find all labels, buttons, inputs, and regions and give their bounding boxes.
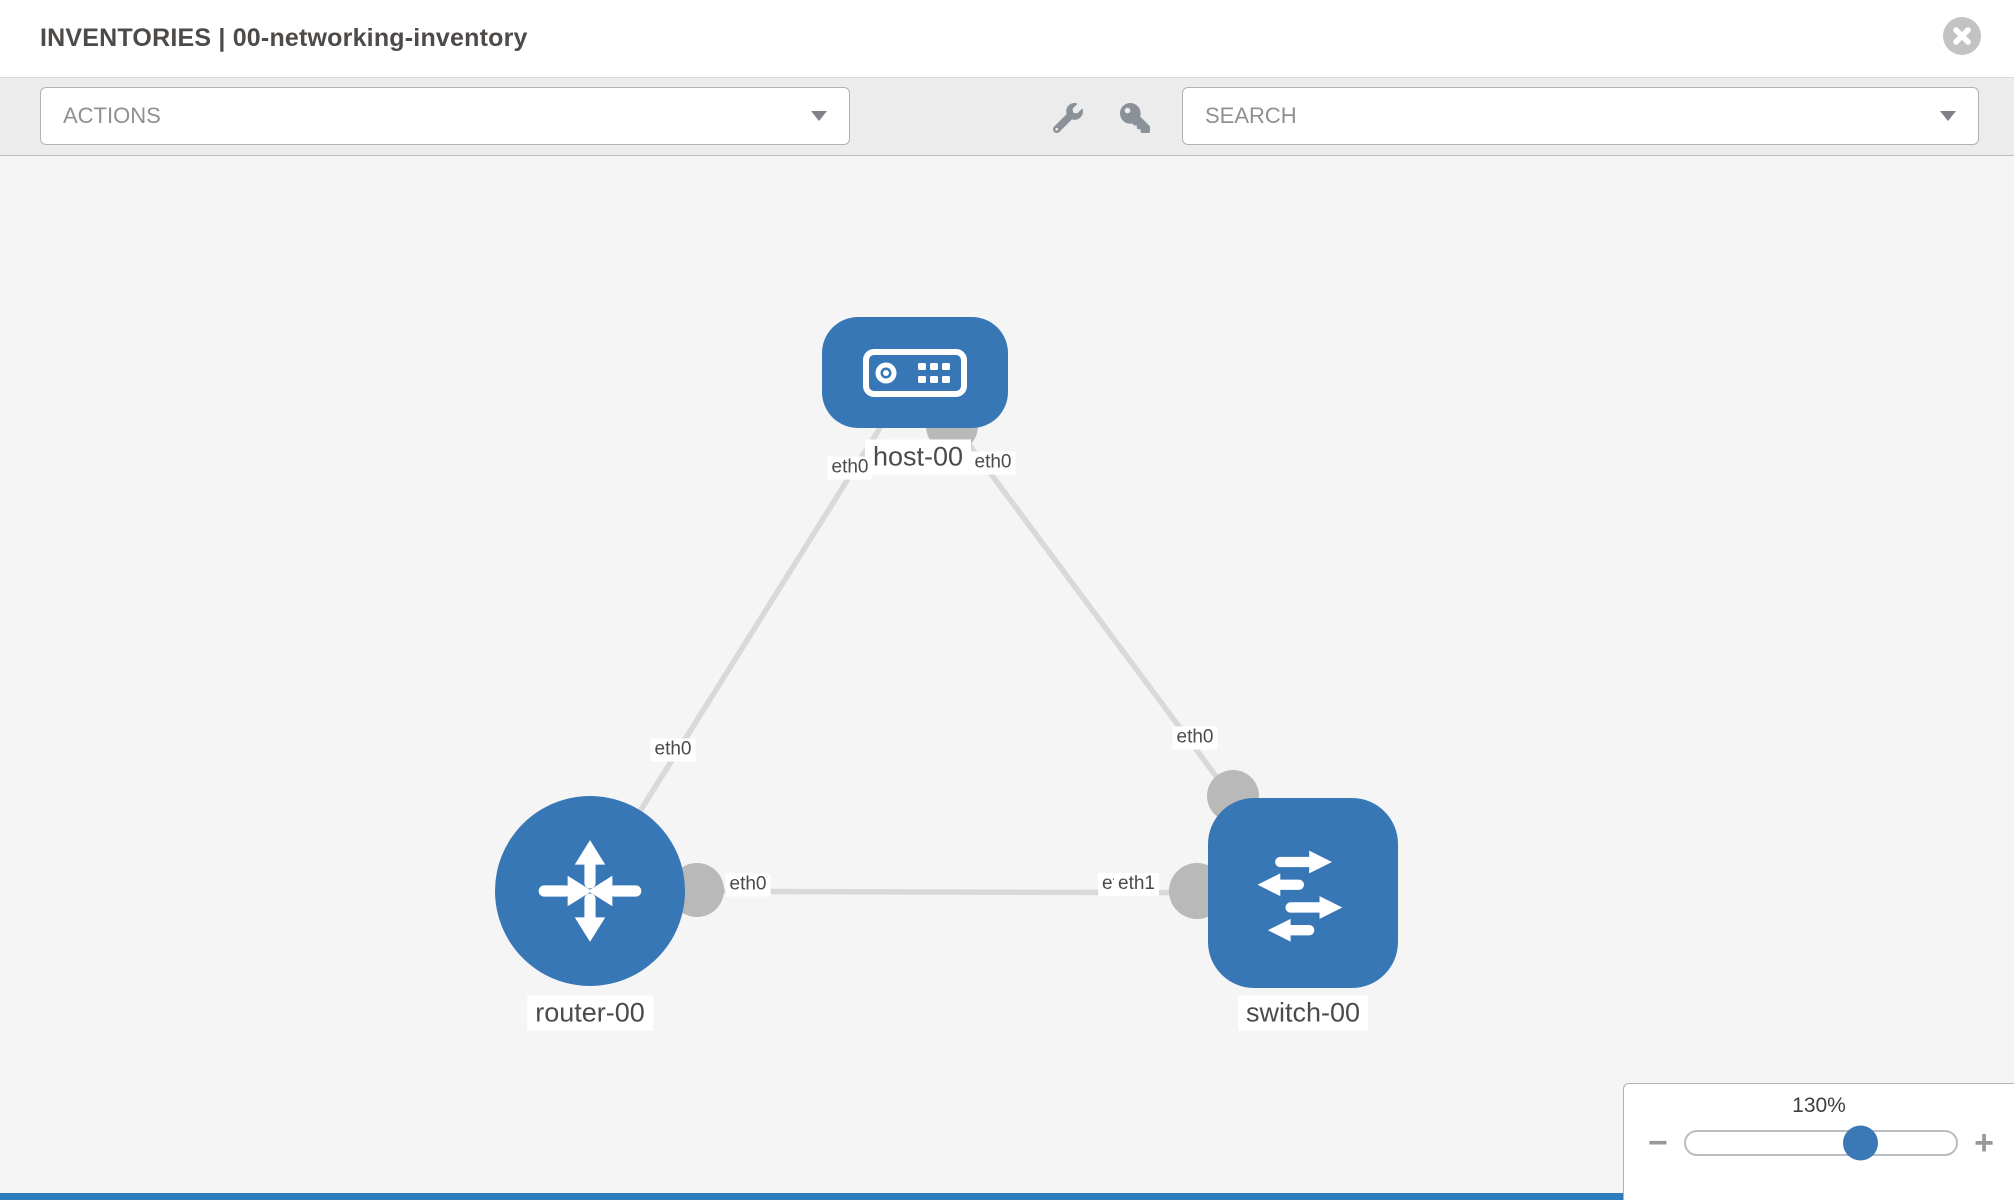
zoom-panel: 130% − +	[1623, 1083, 2014, 1200]
node-label-switch: switch-00	[1237, 995, 1369, 1031]
toolbar: ACTIONS SEARCH	[0, 77, 2014, 156]
actions-dropdown[interactable]: ACTIONS	[40, 87, 850, 145]
interface-label-router-switch-tgt: eth1	[1114, 873, 1159, 896]
interface-label-host-router-src: eth0	[827, 456, 873, 480]
interface-label-router-switch-src: eth0	[725, 873, 771, 897]
page-title: INVENTORIES | 00-networking-inventory	[40, 24, 528, 52]
router-icon	[538, 840, 642, 942]
zoom-slider-row: − +	[1624, 1124, 2014, 1162]
bottom-accent-bar	[0, 1193, 1623, 1200]
links-layer	[587, 370, 1306, 919]
node-label-router: router-00	[527, 995, 653, 1031]
zoom-out-button[interactable]: −	[1648, 1124, 1668, 1162]
zoom-in-button[interactable]: +	[1974, 1124, 1994, 1162]
close-icon	[1953, 27, 1971, 45]
close-button[interactable]	[1943, 17, 1981, 55]
wrench-icon[interactable]	[1052, 102, 1084, 134]
actions-label: ACTIONS	[63, 103, 161, 128]
switch-icon	[1257, 850, 1343, 942]
interface-label-stack: eth0 eth1	[1098, 873, 1178, 899]
host-icon	[863, 348, 967, 397]
interface-label-host-router-tgt: eth0	[650, 738, 696, 762]
node-router-00[interactable]	[495, 796, 685, 986]
node-label-host: host-00	[864, 439, 972, 475]
interface-label-host-switch-tgt: eth0	[1172, 726, 1218, 750]
chevron-down-icon	[811, 111, 827, 121]
chevron-down-icon	[1940, 111, 1956, 121]
zoom-level: 130%	[1792, 1094, 1846, 1117]
search-dropdown[interactable]: SEARCH	[1182, 87, 1979, 145]
interface-label-host-switch-src: eth0	[970, 451, 1016, 475]
search-label: SEARCH	[1205, 103, 1297, 128]
node-switch-00[interactable]	[1208, 798, 1398, 988]
zoom-slider-handle[interactable]	[1843, 1125, 1879, 1161]
header: INVENTORIES | 00-networking-inventory	[0, 0, 2014, 77]
topology-canvas[interactable]: host-00 router-00 switch-00 eth0 eth0 et…	[0, 156, 2014, 1200]
node-host-00[interactable]	[822, 317, 1008, 428]
zoom-slider-track[interactable]	[1683, 1125, 1959, 1161]
key-icon[interactable]	[1119, 102, 1151, 134]
